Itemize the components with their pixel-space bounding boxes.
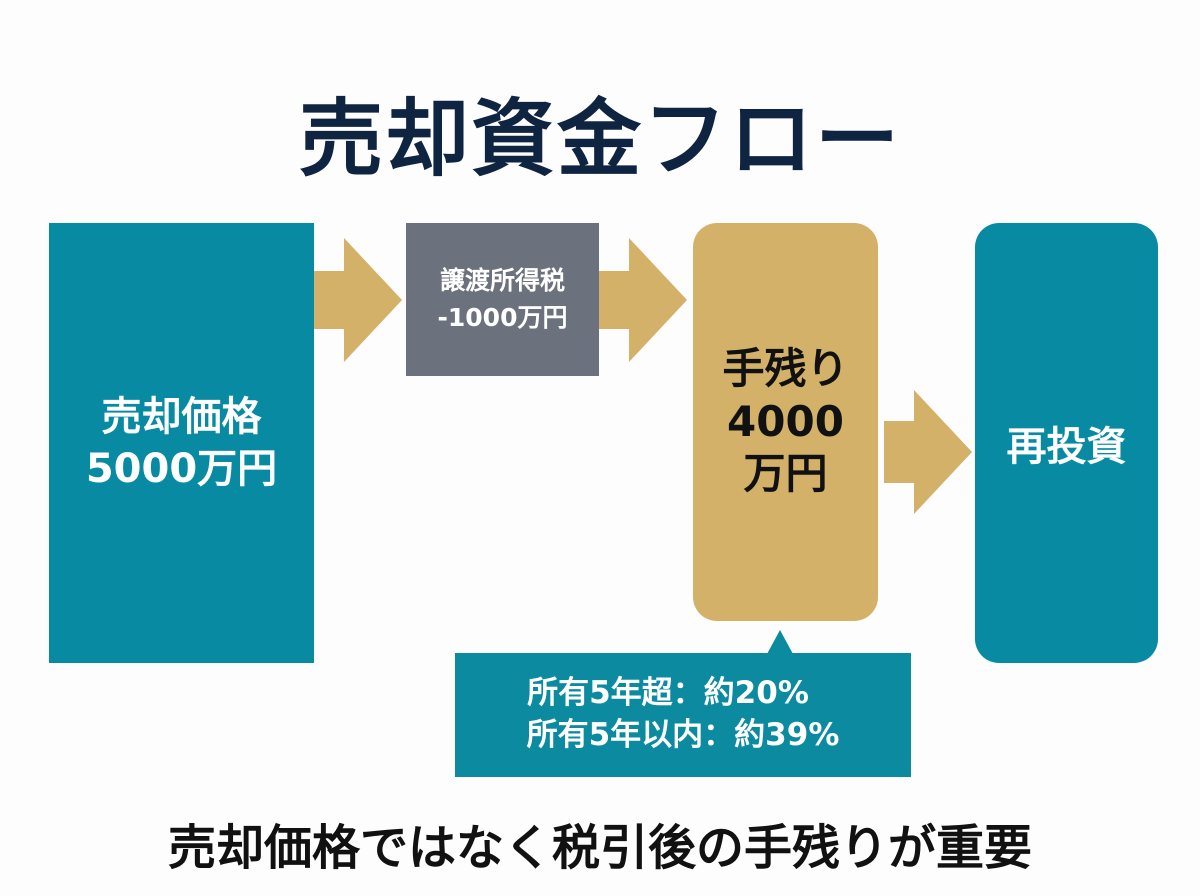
capital-gains-tax-box: 譲渡所得税 -1000万円 xyxy=(406,223,599,376)
sale-price-label: 売却価格 xyxy=(101,394,262,440)
net-label: 手残り xyxy=(722,344,849,394)
net-proceeds-box: 手残り 4000 万円 xyxy=(693,223,878,621)
sale-price-value: 5000万円 xyxy=(85,446,278,492)
tax-rate-short-term: 所有5年以内：約39% xyxy=(526,717,840,753)
page-title: 売却資金フロー xyxy=(298,90,901,188)
arrow-right-icon xyxy=(884,390,972,514)
tax-value: -1000万円 xyxy=(437,302,568,332)
arrow-right-icon xyxy=(314,238,402,362)
tax-label: 譲渡所得税 xyxy=(439,266,565,296)
net-unit: 万円 xyxy=(743,449,828,499)
tax-rate-long-term: 所有5年超：約20% xyxy=(527,675,809,712)
footer-message: 売却価格ではなく税引後の手残りが重要 xyxy=(167,820,1032,876)
callout-pointer xyxy=(767,630,793,654)
sale-price-box: 売却価格 5000万円 xyxy=(49,223,314,663)
arrow-right-icon xyxy=(599,238,687,362)
tax-rate-callout: 所有5年超：約20% 所有5年以内：約39% xyxy=(455,653,911,777)
net-value: 4000 xyxy=(727,396,844,446)
reinvest-label: 再投資 xyxy=(1006,424,1127,470)
reinvestment-box: 再投資 xyxy=(975,223,1158,663)
